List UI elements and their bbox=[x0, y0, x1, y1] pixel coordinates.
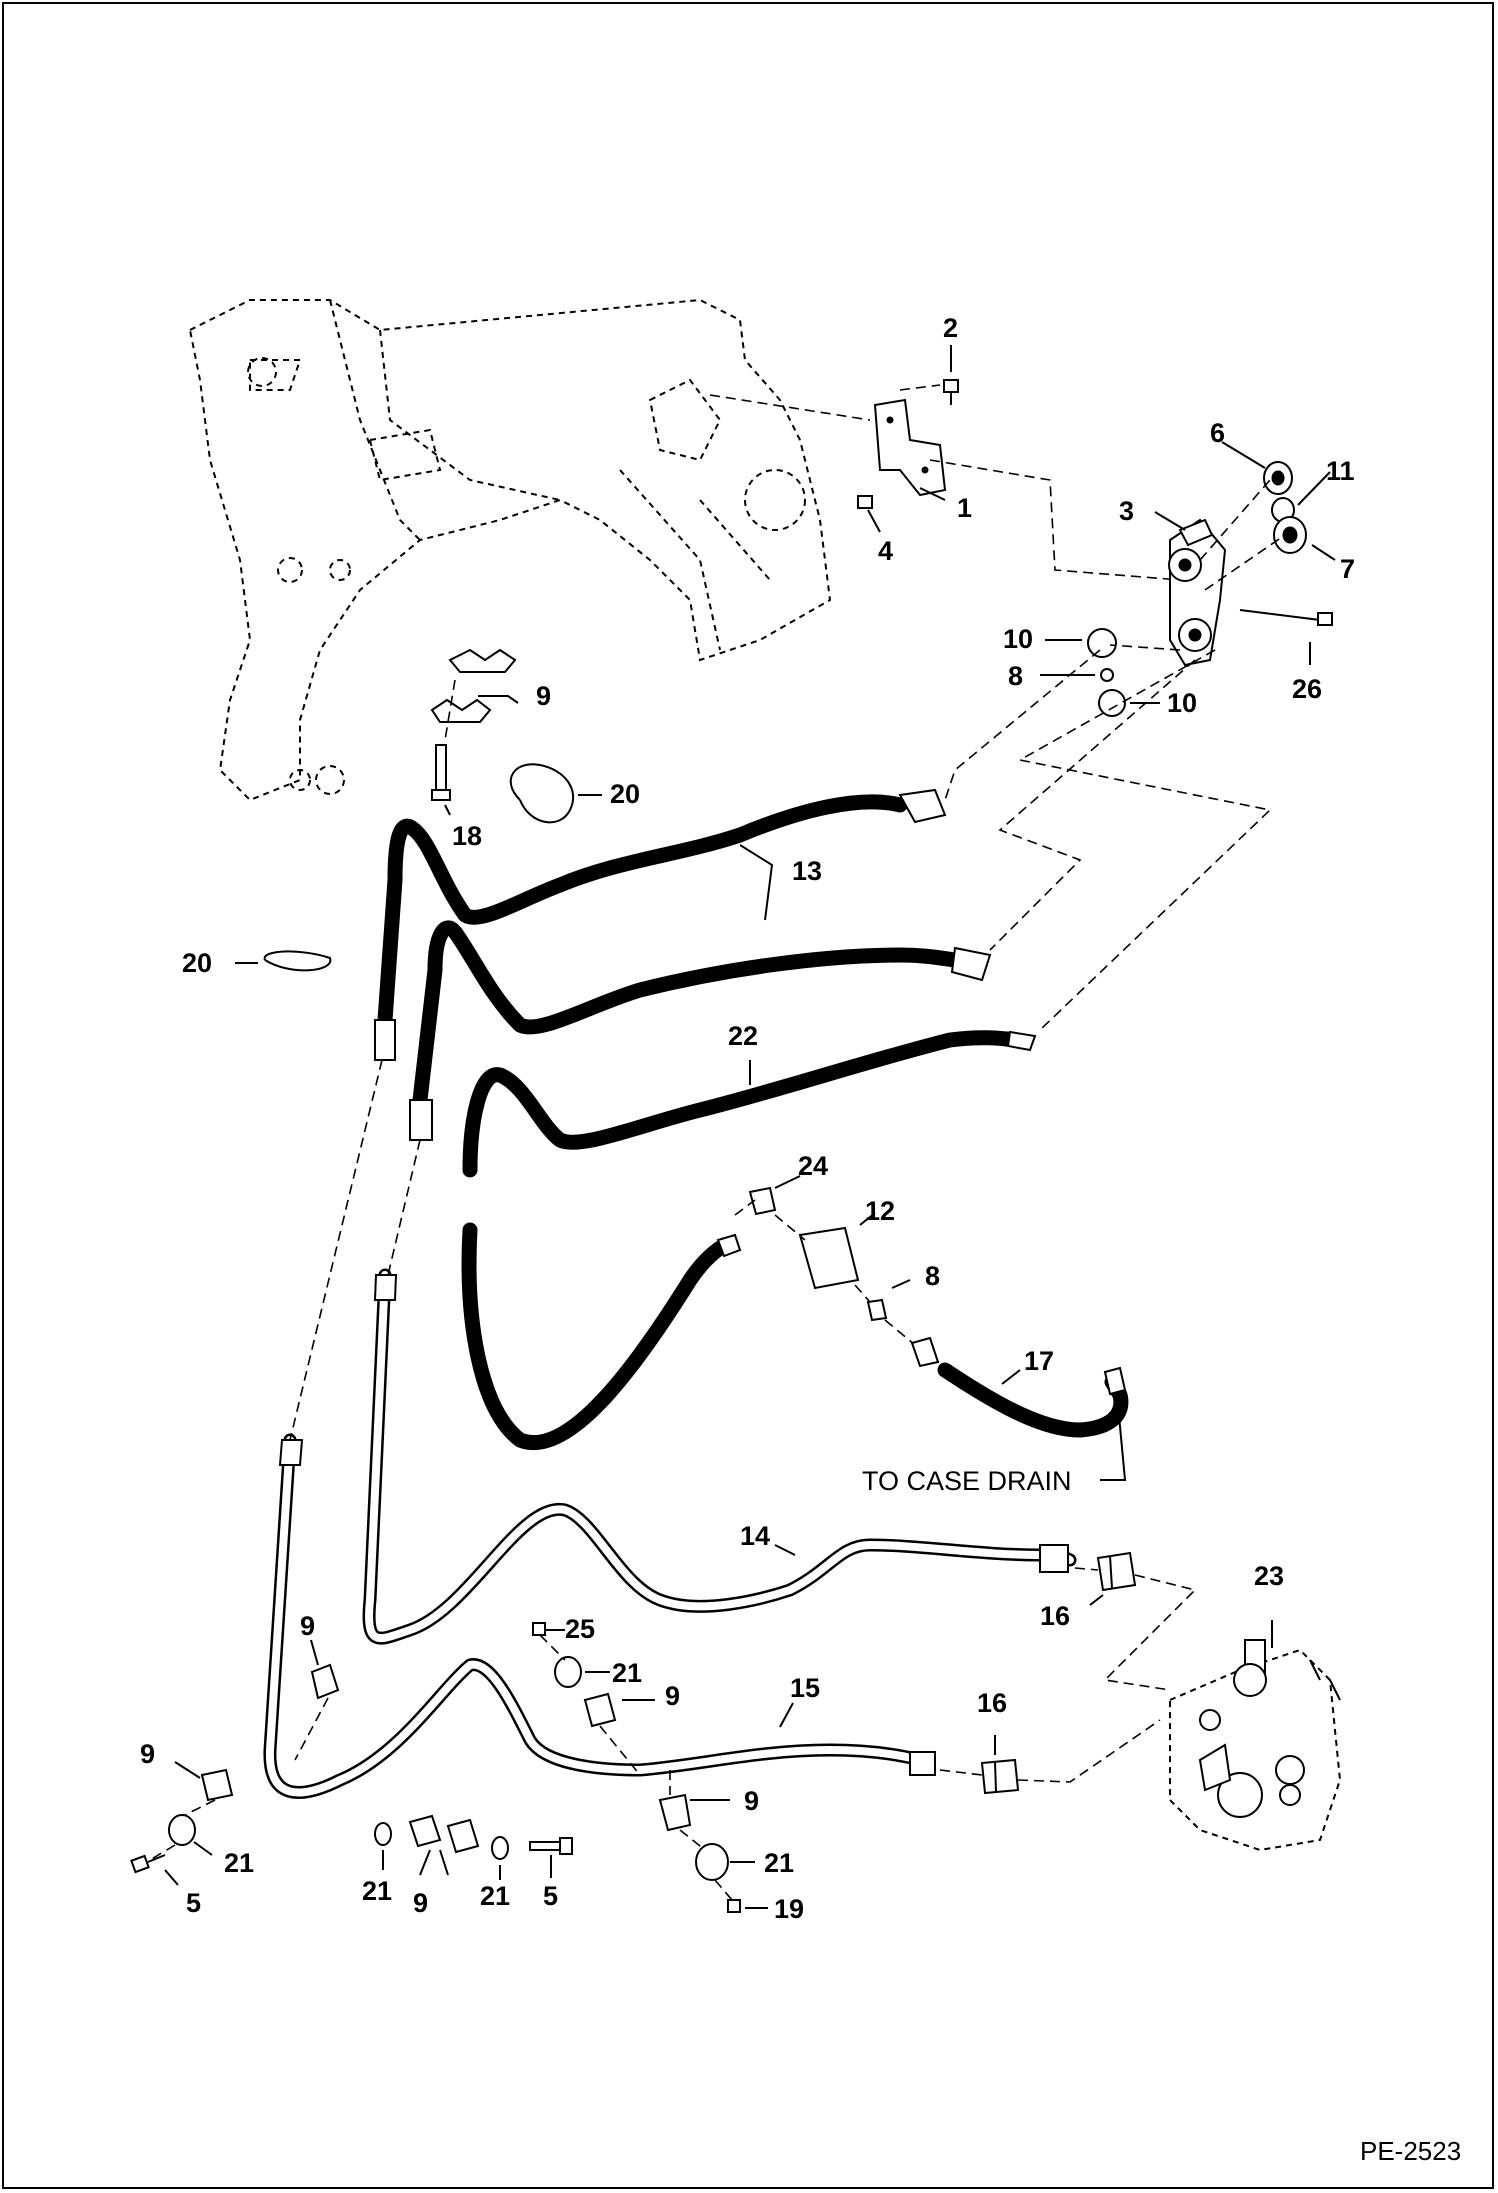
filter-12 bbox=[798, 1226, 860, 1290]
bracket bbox=[873, 398, 947, 497]
callout-8-bottom: 8 bbox=[925, 1261, 940, 1291]
callout-9-top: 9 bbox=[536, 681, 551, 711]
callout-3: 3 bbox=[1119, 496, 1134, 526]
callout-9-center: 9 bbox=[665, 1681, 680, 1711]
bottom-clamp-assembly bbox=[374, 1814, 573, 1860]
hose-17 bbox=[910, 1336, 1129, 1438]
callout-17: 17 bbox=[1024, 1346, 1054, 1376]
callout-9-bottom: 9 bbox=[413, 1888, 428, 1918]
clamp-9-top bbox=[430, 648, 517, 723]
fitting-24 bbox=[748, 1186, 777, 1216]
callout-21-bottom-right: 21 bbox=[480, 1881, 510, 1911]
clamp-9-left-upper bbox=[310, 1663, 340, 1700]
adapter-16-upper bbox=[1096, 1551, 1137, 1592]
callout-26: 26 bbox=[1292, 674, 1322, 704]
callout-7: 7 bbox=[1340, 554, 1355, 584]
nut-25 bbox=[532, 1622, 546, 1636]
nut-4 bbox=[857, 495, 873, 509]
hose-13-upper bbox=[374, 788, 947, 1061]
fitting-6 bbox=[1263, 461, 1293, 495]
callout-5-bottom: 5 bbox=[543, 1881, 558, 1911]
callout-9-left-upper: 9 bbox=[300, 1611, 315, 1641]
callout-16-lower: 16 bbox=[977, 1688, 1007, 1718]
callout-16-upper: 16 bbox=[1040, 1601, 1070, 1631]
callout-1: 1 bbox=[957, 493, 972, 523]
tie-strap-20-top bbox=[509, 763, 575, 824]
callout-15: 15 bbox=[790, 1673, 820, 1703]
callout-10-bottom: 10 bbox=[1167, 688, 1197, 718]
clamp-9-left-lower bbox=[200, 1768, 234, 1802]
hydrostatic-pump-23 bbox=[1169, 1620, 1342, 1852]
leader-lines bbox=[164, 345, 1336, 1909]
washer-21-right bbox=[695, 1843, 729, 1881]
callout-14: 14 bbox=[740, 1521, 770, 1551]
callout-10-top: 10 bbox=[1003, 624, 1033, 654]
callout-21-center: 21 bbox=[612, 1658, 642, 1688]
loader-frame bbox=[188, 298, 832, 802]
tube-14 bbox=[362, 1268, 1077, 1645]
callout-21-right: 21 bbox=[764, 1848, 794, 1878]
callout-6: 6 bbox=[1210, 418, 1225, 448]
callout-22: 22 bbox=[728, 1021, 758, 1051]
callout-4: 4 bbox=[878, 536, 893, 566]
clamp-9-right bbox=[658, 1793, 692, 1832]
oring-8-top bbox=[1100, 668, 1114, 682]
callout-20-left: 20 bbox=[182, 948, 212, 978]
fitting-10-bottom bbox=[1098, 689, 1126, 717]
callout-25: 25 bbox=[565, 1614, 595, 1644]
oring-8-bottom bbox=[866, 1298, 888, 1322]
case-drain-note: TO CASE DRAIN bbox=[862, 1466, 1072, 1496]
figure-reference: PE-2523 bbox=[1360, 2136, 1461, 2166]
callout-13: 13 bbox=[792, 856, 822, 886]
bolt-2 bbox=[943, 379, 959, 405]
bolt-19 bbox=[727, 1899, 741, 1913]
callout-12: 12 bbox=[865, 1196, 895, 1226]
bolt-5-left bbox=[130, 1854, 166, 1874]
hose-22 bbox=[461, 1030, 1037, 1450]
fitting-10-top bbox=[1087, 628, 1117, 658]
callout-2: 2 bbox=[943, 313, 958, 343]
callout-11: 11 bbox=[1326, 456, 1355, 486]
tube-15-left bbox=[263, 1433, 936, 1799]
callout-23: 23 bbox=[1254, 1561, 1284, 1591]
hose-13-lower bbox=[409, 920, 992, 1141]
callout-labels: 1 2 3 4 6 11 7 26 10 8 10 9 18 20 20 13 … bbox=[140, 313, 1355, 1924]
bolt-18 bbox=[431, 744, 451, 801]
callout-21-left: 21 bbox=[224, 1848, 254, 1878]
callout-21-bottom-left: 21 bbox=[362, 1876, 392, 1906]
callout-18: 18 bbox=[452, 821, 482, 851]
callout-9-right: 9 bbox=[744, 1786, 759, 1816]
callout-24: 24 bbox=[798, 1151, 828, 1181]
callout-8-top: 8 bbox=[1008, 661, 1023, 691]
callout-9-left-lower: 9 bbox=[140, 1739, 155, 1769]
washer-21-center bbox=[554, 1656, 582, 1688]
washer-21-left bbox=[168, 1814, 196, 1846]
bolt-26 bbox=[1239, 609, 1333, 626]
tie-strap-20-left bbox=[263, 950, 332, 972]
callout-19: 19 bbox=[774, 1894, 804, 1924]
adapter-16-lower bbox=[980, 1758, 1020, 1795]
clamp-9-center bbox=[583, 1692, 617, 1728]
callout-5-left: 5 bbox=[186, 1888, 201, 1918]
callout-20-top: 20 bbox=[610, 779, 640, 809]
relief-valve bbox=[1168, 518, 1227, 667]
fitting-7 bbox=[1273, 516, 1307, 554]
